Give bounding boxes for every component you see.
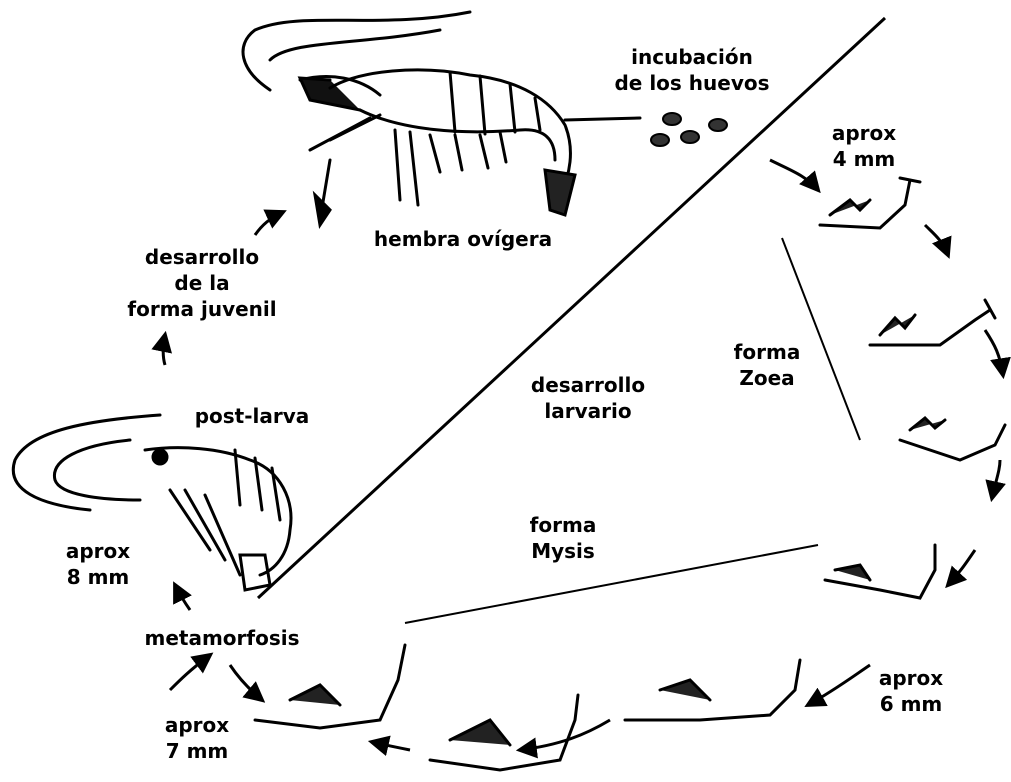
label-aprox-8mm: aprox 8 mm [66,538,130,590]
zoea-larvae [820,178,1005,460]
label-incubacion: incubación de los huevos [614,44,769,96]
adult-female-shrimp [243,12,640,225]
mysis-larvae [255,545,935,770]
label-forma-zoea: forma Zoea [734,339,801,391]
eggs [651,113,727,146]
cycle-arrows [163,160,1003,750]
label-aprox-4mm: aprox 4 mm [832,120,896,172]
label-metamorfosis: metamorfosis [144,625,299,651]
label-desarrollo-juvenil: desarrollo de la forma juvenil [127,244,276,322]
post-larva-shrimp [13,415,291,590]
divider-line-mysis [405,545,818,623]
label-desarrollo-larvario: desarrollo larvario [531,372,645,424]
label-forma-mysis: forma Mysis [530,512,597,564]
label-hembra-ovigera: hembra ovígera [374,226,552,252]
label-post-larva: post-larva [195,403,310,429]
label-aprox-6mm: aprox 6 mm [879,665,943,717]
label-aprox-7mm: aprox 7 mm [165,712,229,764]
